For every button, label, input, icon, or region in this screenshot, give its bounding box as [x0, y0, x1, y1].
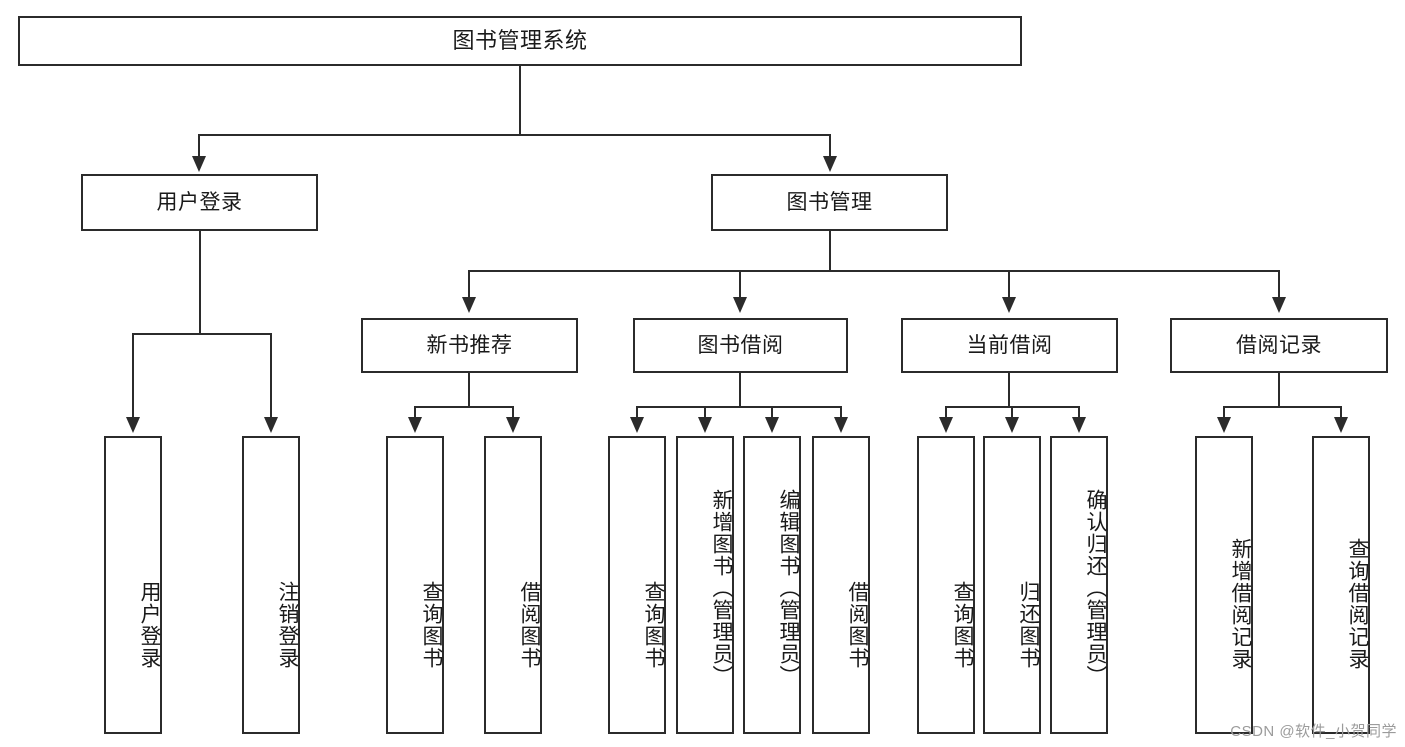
- node-label: 借阅记录: [1236, 333, 1322, 357]
- connector-cb-to-confirm: [1078, 406, 1080, 418]
- leaf-new-book-query-book[interactable]: 查询图书: [386, 436, 444, 734]
- connector-bb-to-query: [636, 406, 638, 418]
- leaf-user-login-logout[interactable]: 注销登录: [242, 436, 300, 734]
- connector-root-to-book-management: [829, 134, 831, 158]
- node-current-borrow[interactable]: 当前借阅: [901, 318, 1118, 373]
- leaf-book-borrow-edit-book-admin[interactable]: 编辑图书（管理员）: [743, 436, 801, 734]
- leaf-book-borrow-query-book[interactable]: 查询图书: [608, 436, 666, 734]
- leaf-current-borrow-return-book[interactable]: 归还图书: [983, 436, 1041, 734]
- leaf-label: 确认归还（管理员）: [1084, 489, 1107, 687]
- leaf-label: 注销登录: [276, 581, 299, 669]
- connector-root-bus: [198, 134, 830, 136]
- connector-cb-to-query: [945, 406, 947, 418]
- node-new-book-recommend[interactable]: 新书推荐: [361, 318, 578, 373]
- leaf-book-borrow-borrow-book[interactable]: 借阅图书: [812, 436, 870, 734]
- connector-user-login-bus: [132, 333, 271, 335]
- node-label: 图书管理: [786, 190, 873, 214]
- connector-root-to-user-login: [198, 134, 200, 158]
- connector-user-login-to-login: [132, 333, 134, 418]
- leaf-label: 查询图书: [642, 581, 665, 669]
- arrow-bb-to-edit: [765, 417, 779, 433]
- connector-bb-to-add: [704, 406, 706, 418]
- connector-book-borrow-bus: [636, 406, 841, 408]
- leaf-current-borrow-confirm-return-admin[interactable]: 确认归还（管理员）: [1050, 436, 1108, 734]
- connector-bm-to-new-book: [468, 270, 470, 298]
- node-book-borrow[interactable]: 图书借阅: [633, 318, 848, 373]
- connector-bb-to-borrow: [840, 406, 842, 418]
- arrow-user-login-to-login: [126, 417, 140, 433]
- connector-bm-to-borrow-record: [1278, 270, 1280, 298]
- leaf-label: 归还图书: [1017, 581, 1040, 669]
- leaf-label: 查询借阅记录: [1346, 538, 1369, 670]
- connector-user-login-to-logout: [270, 333, 272, 418]
- leaf-label: 借阅图书: [846, 581, 869, 669]
- connector-bm-to-current-borrow: [1008, 270, 1010, 298]
- connector-br-to-add: [1223, 406, 1225, 418]
- node-label: 当前借阅: [966, 333, 1053, 357]
- connector-new-book-bus: [414, 406, 514, 408]
- arrow-br-to-query: [1334, 417, 1348, 433]
- leaf-book-borrow-add-book-admin[interactable]: 新增图书（管理员）: [676, 436, 734, 734]
- node-label: 用户登录: [156, 190, 243, 214]
- connector-user-login-stem: [199, 231, 201, 334]
- node-user-login[interactable]: 用户登录: [81, 174, 318, 231]
- leaf-label: 编辑图书（管理员）: [777, 489, 800, 687]
- connector-current-borrow-stem: [1008, 373, 1010, 408]
- connector-book-borrow-stem: [739, 373, 741, 408]
- arrow-bm-to-new-book: [462, 297, 476, 313]
- leaf-borrow-record-query-record[interactable]: 查询借阅记录: [1312, 436, 1370, 734]
- arrow-nb-to-query: [408, 417, 422, 433]
- leaf-label: 借阅图书: [518, 581, 541, 669]
- node-label: 新书推荐: [426, 333, 513, 357]
- leaf-new-book-borrow-book[interactable]: 借阅图书: [484, 436, 542, 734]
- arrow-bb-to-query: [630, 417, 644, 433]
- leaf-user-login-login[interactable]: 用户登录: [104, 436, 162, 734]
- connector-borrow-record-bus: [1223, 406, 1342, 408]
- connector-br-to-query: [1340, 406, 1342, 418]
- arrow-bb-to-add: [698, 417, 712, 433]
- connector-book-management-stem: [829, 231, 831, 272]
- connector-bb-to-edit: [771, 406, 773, 418]
- arrow-bm-to-borrow-record: [1272, 297, 1286, 313]
- arrow-root-to-user-login: [192, 156, 206, 172]
- connector-bm-to-book-borrow: [739, 270, 741, 298]
- arrow-cb-to-confirm: [1072, 417, 1086, 433]
- connector-nb-to-borrow: [512, 406, 514, 418]
- node-root-book-management-system[interactable]: 图书管理系统: [18, 16, 1022, 66]
- arrow-bb-to-borrow: [834, 417, 848, 433]
- arrow-cb-to-return: [1005, 417, 1019, 433]
- leaf-borrow-record-add-record[interactable]: 新增借阅记录: [1195, 436, 1253, 734]
- leaf-label: 用户登录: [138, 581, 161, 669]
- connector-borrow-record-stem: [1278, 373, 1280, 408]
- arrow-user-login-to-logout: [264, 417, 278, 433]
- connector-nb-to-query: [414, 406, 416, 418]
- leaf-label: 新增借阅记录: [1229, 538, 1252, 670]
- arrow-br-to-add: [1217, 417, 1231, 433]
- arrow-cb-to-query: [939, 417, 953, 433]
- node-label: 图书借阅: [697, 333, 784, 357]
- node-book-management[interactable]: 图书管理: [711, 174, 948, 231]
- node-label: 图书管理系统: [452, 27, 588, 53]
- leaf-current-borrow-query-book[interactable]: 查询图书: [917, 436, 975, 734]
- arrow-root-to-book-management: [823, 156, 837, 172]
- arrow-bm-to-current-borrow: [1002, 297, 1016, 313]
- node-borrow-record[interactable]: 借阅记录: [1170, 318, 1388, 373]
- connector-book-management-bus: [468, 270, 1280, 272]
- arrow-nb-to-borrow: [506, 417, 520, 433]
- watermark-text: CSDN @软件_小贺同学: [1230, 723, 1397, 740]
- leaf-label: 查询图书: [951, 581, 974, 669]
- leaf-label: 新增图书（管理员）: [710, 489, 733, 687]
- arrow-bm-to-book-borrow: [733, 297, 747, 313]
- connector-cb-to-return: [1011, 406, 1013, 418]
- leaf-label: 查询图书: [420, 581, 443, 669]
- connector-root-stem: [519, 66, 521, 135]
- connector-new-book-stem: [468, 373, 470, 408]
